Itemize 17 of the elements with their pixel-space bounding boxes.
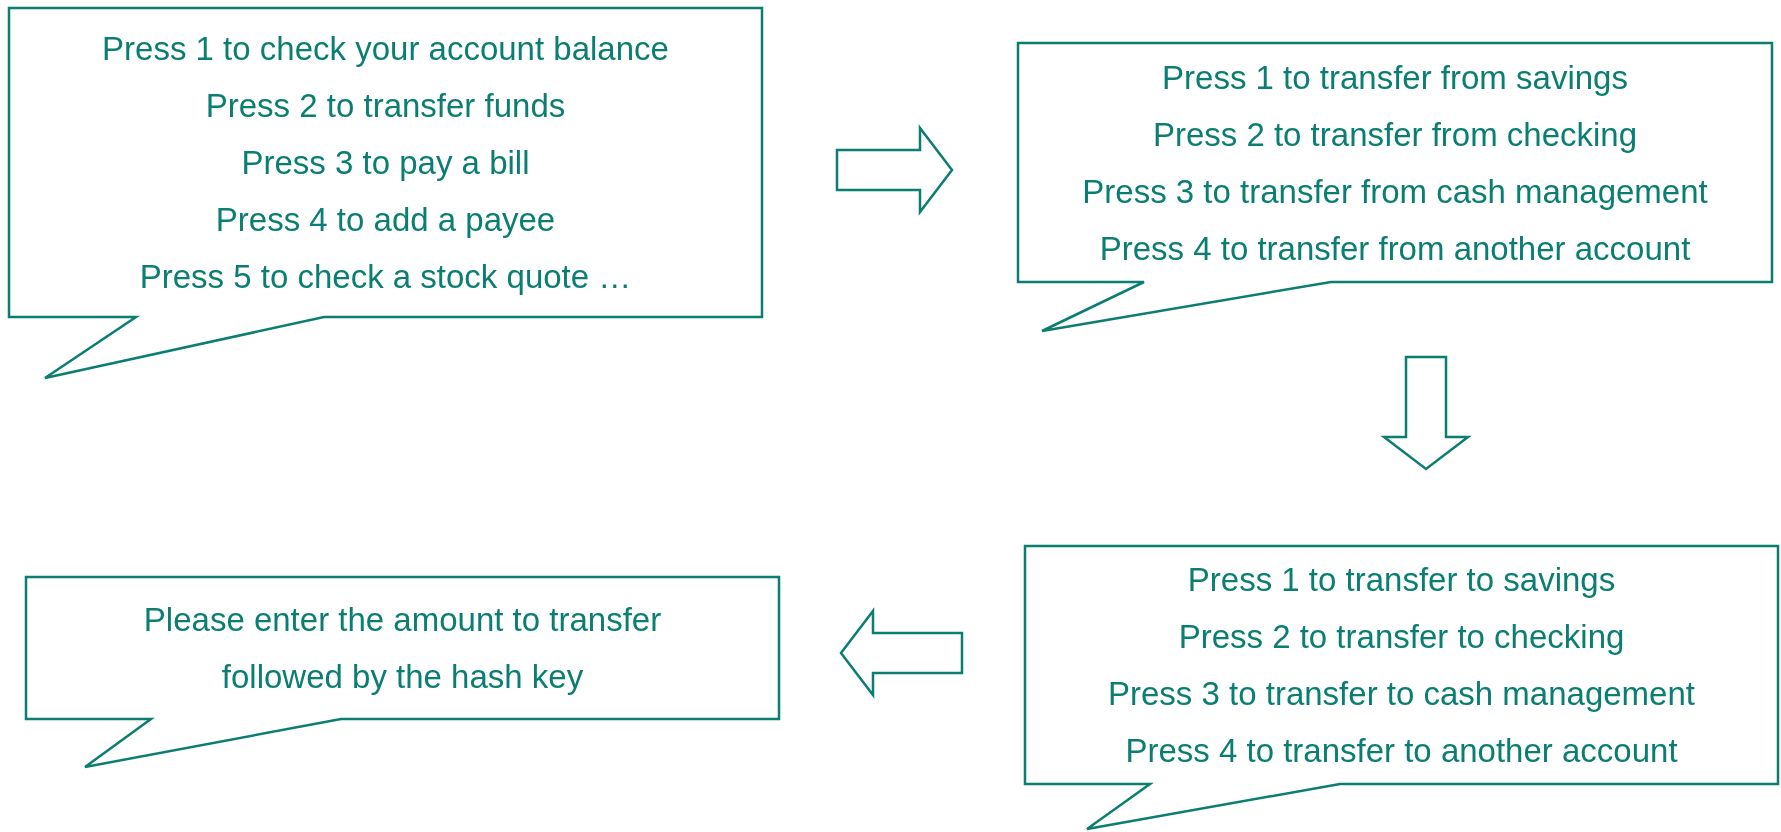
- menu-prompt-text: Press 2 to transfer to checking: [1178, 617, 1625, 657]
- menu-prompt-text: Press 2 to transfer funds: [205, 86, 566, 126]
- menu-prompt-text: Please enter the amount to transfer followed by the hash key: [142, 600, 663, 697]
- menu-prompt-text: Press 1 to transfer from savings: [1162, 57, 1628, 98]
- menu-prompt-text: Press 3 to pay a bill: [241, 143, 530, 183]
- menu-prompt-text: Press 2 to transfer from checking: [1152, 114, 1638, 155]
- block-arrow: [1380, 355, 1472, 471]
- menu-prompt-text: Press 3 to transfer from cash management: [1082, 171, 1708, 212]
- menu-prompt-text: Press 4 to add a payee: [215, 200, 556, 240]
- menu-prompt-text: Press 1 to transfer to savings: [1187, 560, 1616, 600]
- menu-prompt-text: Press 3 to transfer to cash management: [1108, 674, 1695, 714]
- menu-prompt-text: Press 1 to check your account balance: [102, 29, 669, 69]
- menu-prompt-text: Press 4 to transfer to another account: [1125, 731, 1678, 771]
- block-arrow: [839, 607, 964, 699]
- block-arrow: [835, 124, 954, 216]
- menu-prompt-text: Press 5 to check a stock quote …: [139, 257, 632, 297]
- menu-prompt-text: Press 4 to transfer from another account: [1099, 228, 1691, 269]
